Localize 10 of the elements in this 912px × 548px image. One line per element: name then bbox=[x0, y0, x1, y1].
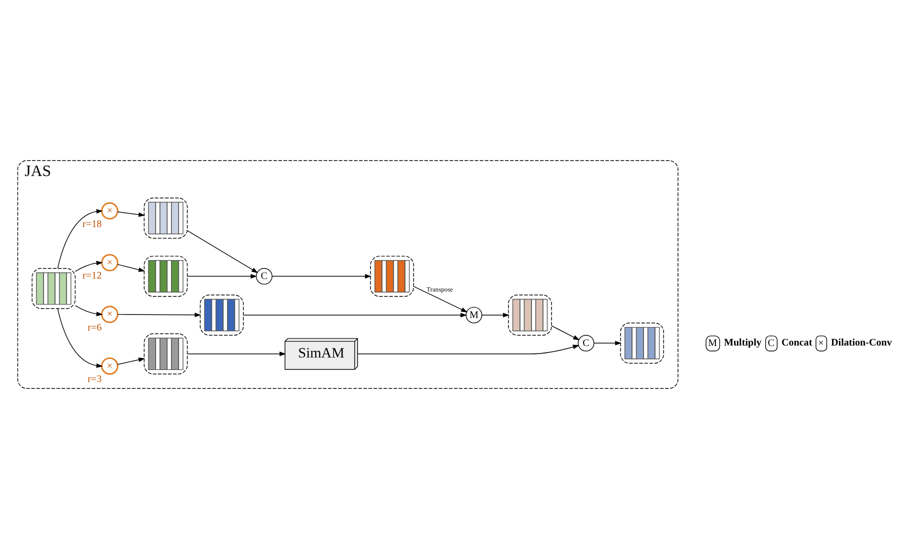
node-label: r=6 bbox=[88, 322, 102, 333]
legend-label: Dilation-Conv bbox=[831, 336, 892, 348]
legend-label: Concat bbox=[781, 336, 812, 348]
node-label: r=12 bbox=[82, 270, 102, 282]
node-label: r=18 bbox=[82, 218, 102, 230]
legend-label: Multiply bbox=[724, 336, 762, 348]
label: × bbox=[818, 338, 824, 349]
label: M bbox=[708, 338, 718, 349]
node-label: r=3 bbox=[88, 374, 102, 385]
label: C bbox=[768, 338, 775, 349]
